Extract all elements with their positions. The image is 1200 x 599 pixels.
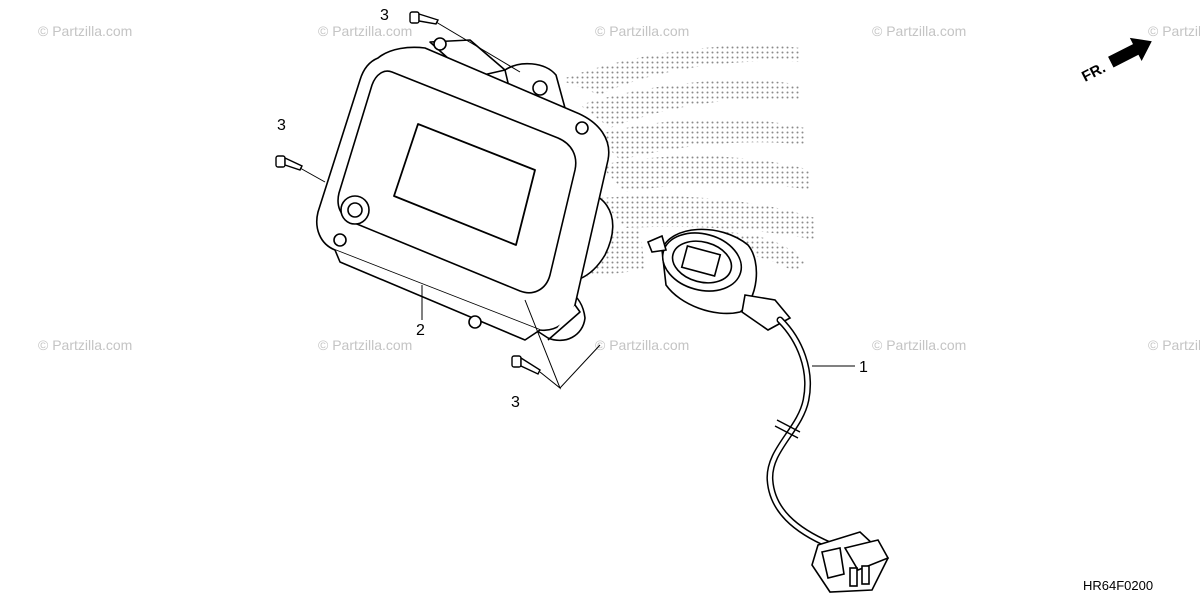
watermark-text: © Partzilla.com [595, 337, 689, 353]
watermark-text: © Partzilla.com [872, 337, 966, 353]
watermark-text: © Partzilla.com [1148, 23, 1200, 39]
leader-lines [299, 21, 855, 390]
screw-top [409, 11, 439, 25]
diagram-code: HR64F0200 [1083, 578, 1153, 593]
callout-screw-top: 3 [380, 7, 389, 24]
meter-assembly [316, 37, 614, 342]
callout-cable: 1 [859, 359, 868, 376]
wire-harness [646, 228, 890, 593]
watermark-text: © Partzilla.com [38, 23, 132, 39]
watermark-text: © Partzilla.com [38, 337, 132, 353]
watermark-text: © Partzilla.com [318, 337, 412, 353]
callout-meter: 2 [416, 322, 425, 339]
watermark-text: © Partzilla.com [872, 23, 966, 39]
watermark-text: © Partzilla.com [318, 23, 412, 39]
front-direction-indicator: FR. [1079, 37, 1152, 86]
watermark-text: © Partzilla.com [595, 23, 689, 39]
callout-labels: 3 3 2 3 1 [277, 7, 868, 411]
screw-bottom [511, 355, 541, 375]
screw-left [275, 155, 303, 171]
watermark-group: © Partzilla.com © Partzilla.com © Partzi… [38, 23, 1200, 353]
callout-screw-bottom: 3 [511, 394, 520, 411]
callout-screw-left: 3 [277, 117, 286, 134]
arrow-right-icon [1108, 37, 1152, 68]
direction-label: FR. [1079, 59, 1108, 85]
watermark-text: © Partzilla.com [1148, 337, 1200, 353]
